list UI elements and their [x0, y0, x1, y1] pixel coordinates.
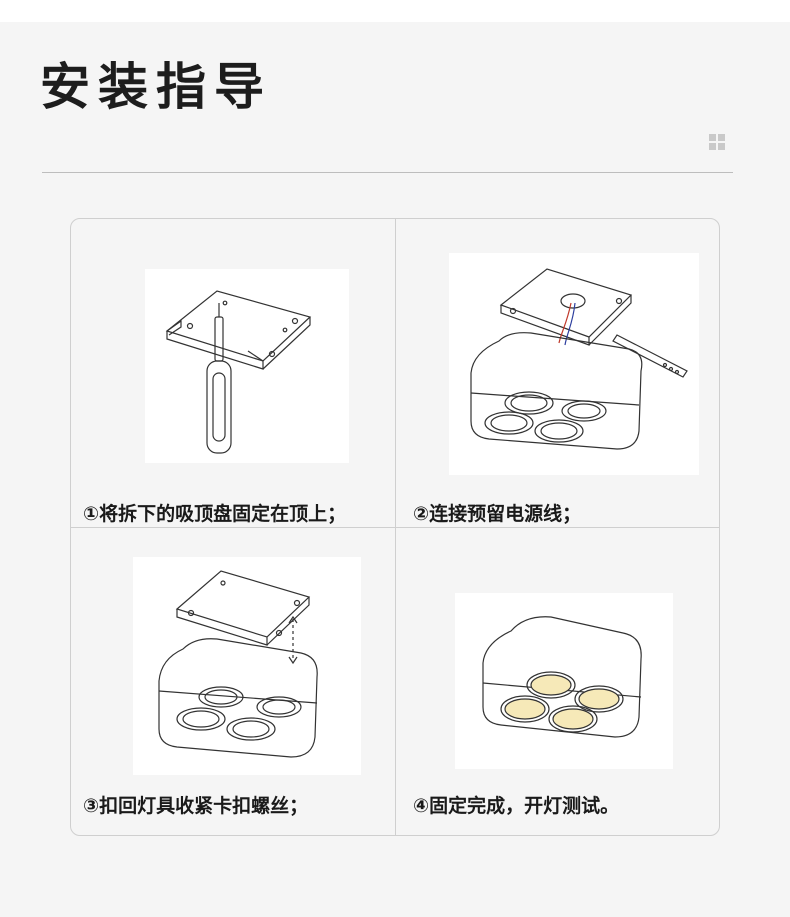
instruction-grid: ①将拆下的吸顶盘固定在顶上；: [70, 218, 720, 836]
step-3-illustration: [133, 557, 361, 775]
step-1-caption: ①将拆下的吸顶盘固定在顶上；: [83, 503, 347, 525]
step-3: ③扣回灯具收紧卡扣螺丝；: [71, 527, 395, 835]
grid-icon: [709, 134, 725, 150]
grid-divider-horizontal: [71, 527, 719, 528]
step-4-caption: ④固定完成，开灯测试。: [413, 795, 620, 817]
step-1: ①将拆下的吸顶盘固定在顶上；: [71, 219, 395, 527]
step-3-caption: ③扣回灯具收紧卡扣螺丝；: [83, 795, 309, 817]
page-title: 安装指导: [40, 58, 272, 116]
step-2-illustration: [449, 253, 699, 475]
step-4-illustration: [455, 593, 673, 769]
step-2: ②连接预留电源线；: [395, 219, 719, 527]
step-4: ④固定完成，开灯测试。: [395, 527, 719, 835]
step-2-caption: ②连接预留电源线；: [413, 503, 582, 525]
title-divider: [42, 172, 733, 173]
step-1-illustration: [145, 269, 349, 463]
